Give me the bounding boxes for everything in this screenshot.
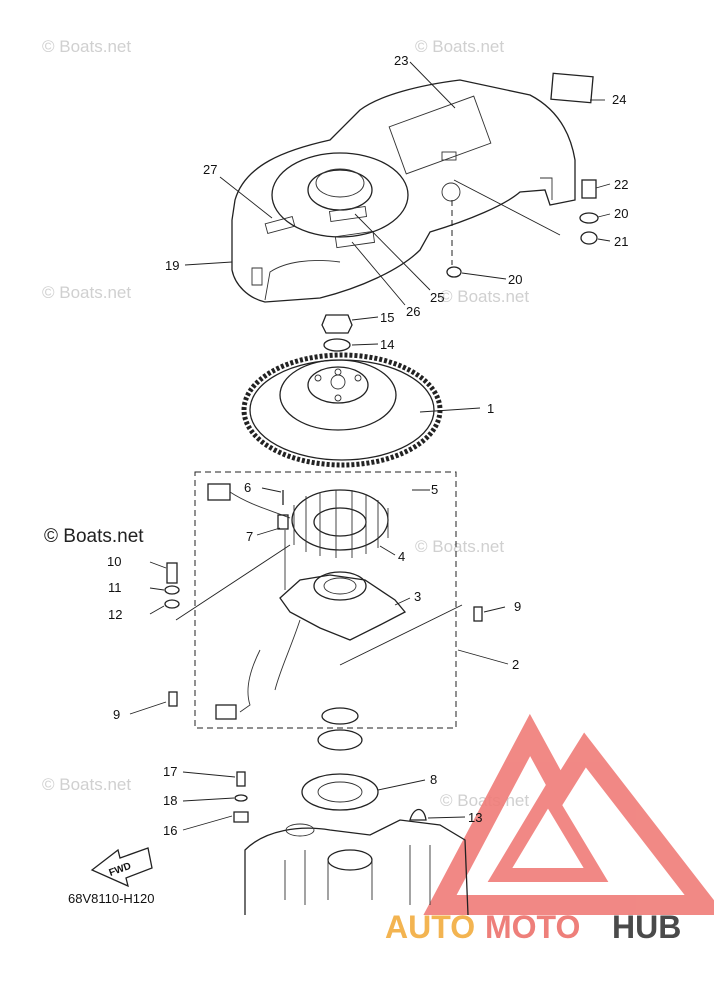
callout-20-lower: 20 <box>508 272 522 287</box>
callout-2: 2 <box>512 657 519 672</box>
callout-5: 5 <box>431 482 438 497</box>
callout-22: 22 <box>614 177 628 192</box>
callout-23: 23 <box>394 53 408 68</box>
flywheel-cover <box>231 79 576 303</box>
callout-27: 27 <box>203 162 217 177</box>
fwd-arrow-icon: FWD <box>90 847 153 888</box>
cover-bolt-set <box>446 179 599 278</box>
watermark-text: © Boats.net <box>415 37 504 56</box>
logo-text-auto: AUTO <box>385 909 475 945</box>
automotohub-logo: AUTO MOTO HUB <box>385 909 681 945</box>
wire-harness <box>207 483 291 590</box>
logo-text-hub: HUB <box>612 909 681 945</box>
callout-24: 24 <box>612 92 626 107</box>
callout-9-lower: 9 <box>113 707 120 722</box>
callout-17: 17 <box>163 764 177 779</box>
watermark-text: © Boats.net <box>440 287 529 306</box>
stator-base <box>215 571 407 720</box>
callout-18: 18 <box>163 793 177 808</box>
callout-16: 16 <box>163 823 177 838</box>
callout-1: 1 <box>487 401 494 416</box>
woodruff-key <box>409 808 427 821</box>
pulley-set <box>301 707 379 811</box>
callout-20-upper: 20 <box>614 206 628 221</box>
callout-10: 10 <box>107 554 121 569</box>
callout-25: 25 <box>430 290 444 305</box>
callout-4: 4 <box>398 549 405 564</box>
dowel-pin <box>168 691 178 707</box>
callout-19: 19 <box>165 258 179 273</box>
logo-text-moto: MOTO <box>485 909 580 945</box>
callout-15: 15 <box>380 310 394 325</box>
automotohub-logo-mark <box>423 713 714 915</box>
callout-8: 8 <box>430 772 437 787</box>
flywheel-magneto <box>241 352 443 468</box>
callout-11: 11 <box>108 580 122 595</box>
assembly-box <box>194 471 457 729</box>
callout-12: 12 <box>108 607 122 622</box>
leader-lines <box>129 61 611 831</box>
callout-6: 6 <box>244 480 251 495</box>
stator-coil <box>291 489 389 558</box>
callout-13: 13 <box>468 810 482 825</box>
engine-block <box>244 819 469 916</box>
callout-21: 21 <box>614 234 628 249</box>
lower-bolt-set <box>233 771 249 823</box>
drawing-code: 68V8110-H120 <box>68 891 155 906</box>
watermark-text-dark: © Boats.net <box>44 526 144 547</box>
callout-26: 26 <box>406 304 420 319</box>
decal-24 <box>550 72 594 104</box>
flywheel-nut <box>321 314 353 352</box>
watermark-text: © Boats.net <box>42 775 131 794</box>
watermark-text: © Boats.net <box>42 37 131 56</box>
callout-7: 7 <box>246 529 253 544</box>
watermark-text: © Boats.net <box>415 537 504 556</box>
dowel-pin <box>473 606 483 622</box>
watermark-text: © Boats.net <box>42 283 131 302</box>
callout-3: 3 <box>414 589 421 604</box>
callout-9: 9 <box>514 599 521 614</box>
callouts: 1 2 3 4 5 6 7 8 9 9 10 11 12 13 14 15 16… <box>107 53 628 838</box>
base-bolt-set <box>164 562 180 609</box>
callout-14: 14 <box>380 337 394 352</box>
